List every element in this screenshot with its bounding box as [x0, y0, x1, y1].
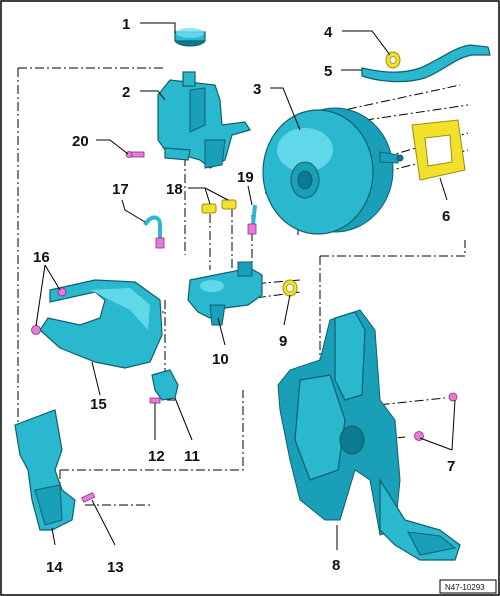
callout-3: 3	[253, 81, 261, 98]
grommet	[385, 51, 401, 69]
callout-7: 7	[447, 458, 455, 475]
callout-11: 11	[184, 448, 200, 465]
bolt-sensor	[149, 397, 161, 404]
sensor-bracket	[151, 369, 179, 401]
reservoir-cap	[174, 28, 206, 47]
master-cylinder	[187, 261, 263, 326]
bolt-trim	[81, 492, 96, 503]
callout-18: 18	[166, 181, 183, 198]
brake-fluid-reservoir	[157, 71, 251, 169]
brake-line-17	[143, 215, 165, 249]
callout-19: 19	[237, 169, 254, 186]
callout-12: 12	[148, 448, 165, 465]
screw-reservoir	[125, 151, 145, 158]
leader-lines	[35, 22, 456, 550]
callout-20: 20	[72, 133, 89, 150]
callout-6: 6	[442, 208, 450, 225]
callout-2: 2	[122, 84, 130, 101]
seals-reservoir	[201, 199, 237, 214]
callout-5: 5	[324, 63, 332, 80]
callout-17: 17	[112, 181, 129, 198]
booster-gasket	[411, 119, 466, 181]
callout-13: 13	[107, 559, 124, 576]
brake-booster	[262, 107, 404, 235]
heat-shield	[39, 279, 163, 369]
callout-15: 15	[90, 396, 107, 413]
brake-line-19	[247, 204, 257, 235]
callout-16: 16	[33, 249, 50, 266]
callout-1: 1	[122, 16, 130, 33]
o-ring	[282, 279, 298, 297]
callout-9: 9	[279, 333, 287, 350]
reference-box: N47-10293	[439, 579, 497, 594]
reference-code: N47-10293	[445, 583, 485, 592]
callout-8: 8	[332, 557, 340, 574]
pedal-bracket	[277, 309, 461, 561]
callout-14: 14	[46, 559, 63, 576]
vacuum-hose	[361, 44, 491, 83]
callout-4: 4	[324, 24, 333, 41]
callout-labels: 1 2 3 4 5 6 7 8 9 10 11 12 13 14 15 16 1…	[33, 16, 455, 576]
trim-panel	[14, 409, 76, 531]
callout-10: 10	[212, 351, 229, 368]
